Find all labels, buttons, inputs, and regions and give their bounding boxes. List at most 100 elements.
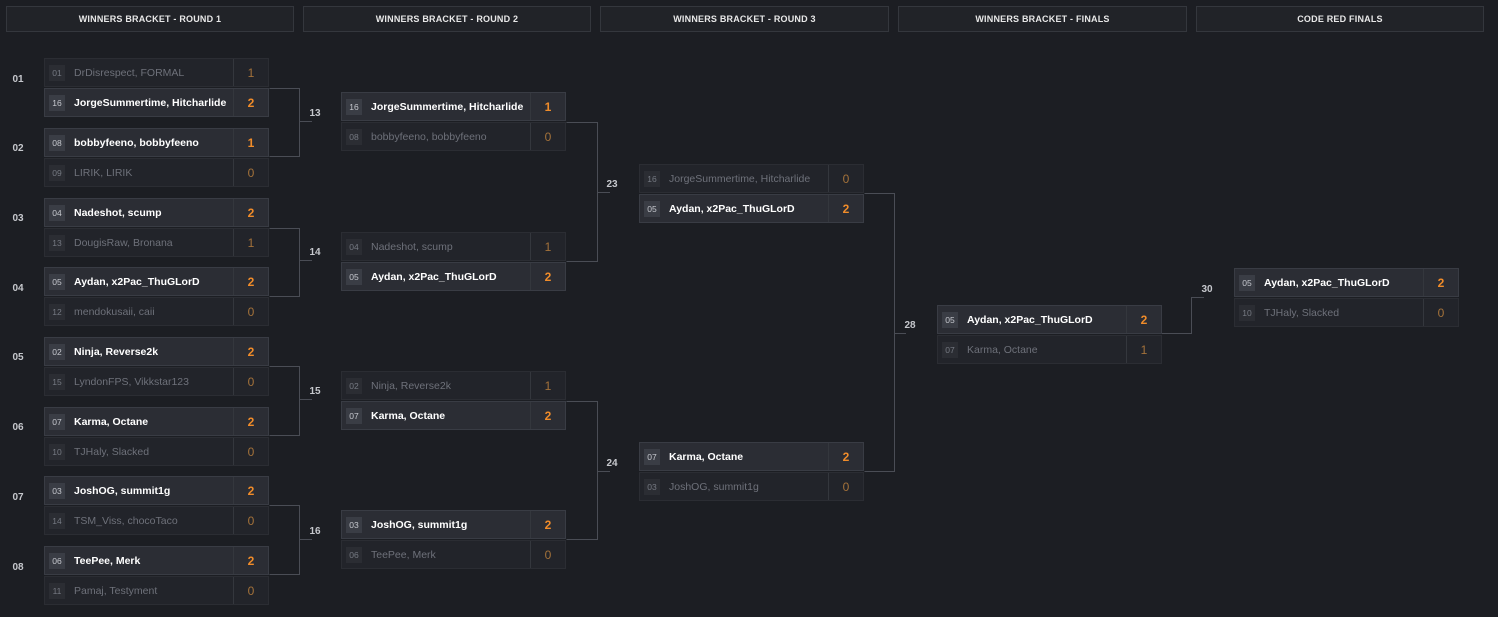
- team-score: 0: [233, 368, 268, 395]
- seed-badge: 05: [346, 268, 362, 285]
- seed-badge: 03: [644, 478, 660, 495]
- team-score: 1: [233, 59, 268, 86]
- team-score: 2: [530, 511, 565, 538]
- team-name: TJHaly, Slacked: [74, 445, 150, 458]
- seed-badge: 01: [49, 64, 65, 81]
- team-name: TSM_Viss, chocoTaco: [74, 514, 178, 527]
- match-number: 05: [12, 352, 24, 363]
- match-number: 28: [904, 320, 916, 331]
- team-score: 0: [233, 507, 268, 534]
- seed-badge: 09: [49, 164, 65, 181]
- team-score: 2: [233, 547, 268, 574]
- seed-badge: 16: [644, 170, 660, 187]
- team-name: DougisRaw, Bronana: [74, 236, 173, 249]
- connector-line: [566, 122, 598, 262]
- team-score: 1: [1126, 336, 1161, 363]
- seed-badge: 12: [49, 303, 65, 320]
- seed-badge: 10: [1239, 304, 1255, 321]
- team-name: Karma, Octane: [967, 343, 1038, 356]
- seed-badge: 05: [942, 311, 958, 328]
- team-name: bobbyfeeno, bobbyfeeno: [74, 136, 199, 149]
- seed-badge: 02: [346, 377, 362, 394]
- team-score: 1: [233, 229, 268, 256]
- team-name: Aydan, x2Pac_ThuGLorD: [669, 202, 795, 215]
- seed-badge: 16: [49, 94, 65, 111]
- team-name: TJHaly, Slacked: [1264, 306, 1340, 319]
- seed-badge: 06: [49, 552, 65, 569]
- team-slot[interactable]: 14 TSM_Viss, chocoTaco 0: [44, 506, 269, 535]
- round-header-5: CODE RED FINALS: [1196, 6, 1484, 32]
- connector-line: [566, 401, 598, 540]
- team-score: 2: [530, 402, 565, 429]
- team-name: Karma, Octane: [371, 409, 446, 422]
- team-score: 1: [530, 233, 565, 260]
- seed-badge: 04: [49, 204, 65, 221]
- seed-badge: 16: [346, 98, 362, 115]
- team-name: JorgeSummertime, Hitcharlide: [74, 96, 227, 109]
- seed-badge: 15: [49, 373, 65, 390]
- round-header-4: WINNERS BRACKET - FINALS: [898, 6, 1187, 32]
- match-number: 16: [309, 526, 321, 537]
- match-number: 24: [606, 458, 618, 469]
- team-score: 0: [530, 541, 565, 568]
- seed-badge: 08: [49, 134, 65, 151]
- team-name: Aydan, x2Pac_ThuGLorD: [967, 313, 1093, 326]
- round-header-1: WINNERS BRACKET - ROUND 1: [6, 6, 294, 32]
- seed-badge: 05: [49, 273, 65, 290]
- connector-line: [269, 366, 300, 436]
- connector-line: [864, 193, 895, 472]
- seed-badge: 07: [644, 448, 660, 465]
- seed-badge: 14: [49, 512, 65, 529]
- connector-line: [269, 228, 300, 297]
- team-name: TeePee, Merk: [371, 548, 436, 561]
- team-score: 2: [828, 195, 863, 222]
